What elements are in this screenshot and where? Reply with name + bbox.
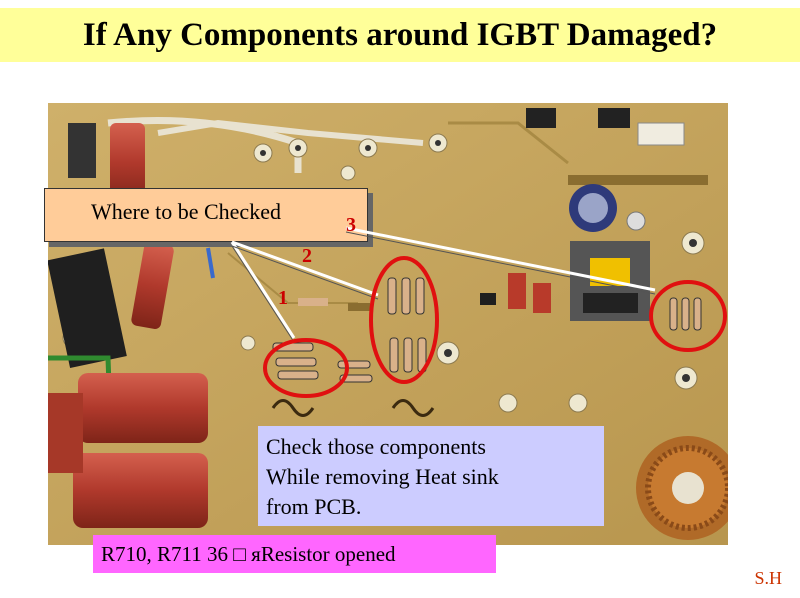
check-note-line: from PCB. [266, 494, 362, 519]
check-note: Check those components While removing He… [258, 426, 604, 526]
marker-2: 2 [302, 245, 312, 267]
title-banner: If Any Components around IGBT Damaged? [0, 8, 800, 62]
marker-1: 1 [278, 287, 288, 309]
check-note-line: Check those components [266, 434, 486, 459]
callout-where-to-check: Where to be Checked [44, 188, 368, 242]
check-note-line: While removing Heat sink [266, 464, 499, 489]
author-signature: S.H [754, 568, 782, 588]
marker-3: 3 [346, 214, 356, 236]
resistor-label: R710, R711 36 □ яResistor opened [93, 535, 496, 573]
page-title: If Any Components around IGBT Damaged? [82, 16, 718, 53]
callout-where-to-check-text: Where to be Checked [91, 199, 281, 224]
